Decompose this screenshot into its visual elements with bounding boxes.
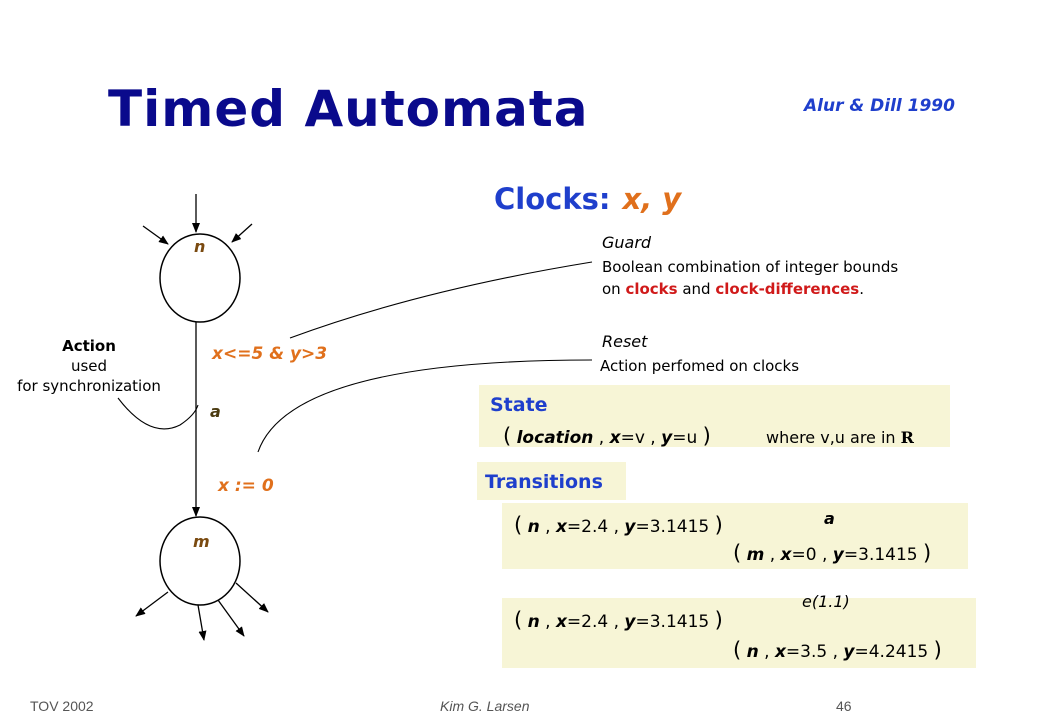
location-n-label: n	[194, 237, 206, 256]
state-heading: State	[490, 394, 548, 416]
reset-title: Reset	[602, 332, 648, 351]
t1-action-label: a	[824, 509, 835, 528]
citation: Alur & Dill 1990	[804, 96, 955, 116]
outgoing-arrow	[217, 599, 245, 637]
action-note: Action used for synchronization	[6, 336, 172, 396]
action-connector	[117, 397, 199, 430]
footer-author: Kim G. Larsen	[440, 698, 530, 714]
outgoing-arrow	[135, 591, 169, 617]
transition-box-1	[502, 503, 968, 569]
guard-desc-line1: Boolean combination of integer bounds	[602, 258, 899, 276]
page-title: Timed Automata	[108, 80, 589, 138]
t1-source-state: ( n , x=2.4 , y=3.1415 )	[514, 513, 723, 537]
state-box	[479, 385, 950, 447]
clock-differences-word: clock-differences	[715, 280, 860, 298]
location-n-circle[interactable]	[159, 233, 241, 323]
state-note: where v,u are in R	[766, 428, 914, 447]
t1-target-state: ( m , x=0 , y=3.1415 )	[733, 541, 932, 565]
clocks-label: Clocks:	[494, 182, 611, 216]
guard-title: Guard	[602, 233, 652, 252]
transitions-heading: Transitions	[485, 471, 603, 493]
location-m-circle[interactable]	[159, 516, 241, 606]
reals-symbol: R	[900, 428, 914, 447]
guard-desc-line2: on clocks and clock-differences.	[602, 280, 865, 298]
transition-box-2	[502, 598, 976, 668]
outgoing-arrow	[197, 604, 207, 641]
outgoing-arrow	[235, 582, 269, 613]
incoming-arrow	[142, 225, 169, 245]
incoming-arrow	[231, 223, 253, 243]
t2-target-state: ( n , x=3.5 , y=4.2415 )	[733, 638, 942, 662]
transitions-box	[477, 462, 626, 500]
page-number: 46	[836, 698, 852, 714]
action-label: a	[210, 402, 221, 421]
t2-delay-label: e(1.1)	[802, 592, 850, 611]
action-note-line: used	[70, 357, 108, 375]
clock-variables: x, y	[622, 182, 682, 216]
reset-connector	[257, 359, 593, 453]
reset-desc: Action perfomed on clocks	[600, 357, 800, 375]
action-note-title: Action	[62, 337, 116, 355]
t2-source-state: ( n , x=2.4 , y=3.1415 )	[514, 608, 723, 632]
footer-left: TOV 2002	[30, 698, 94, 714]
action-note-line: for synchronization	[17, 377, 161, 395]
clocks-word: clocks	[625, 280, 678, 298]
clocks-heading: Clocks: x, y	[494, 182, 681, 216]
location-m-label: m	[193, 532, 210, 551]
guard-expression: x<=5 & y>3	[212, 344, 328, 364]
reset-expression: x := 0	[218, 476, 274, 496]
state-tuple: ( location , x=v , y=u )	[503, 424, 711, 448]
guard-connector	[289, 261, 593, 339]
